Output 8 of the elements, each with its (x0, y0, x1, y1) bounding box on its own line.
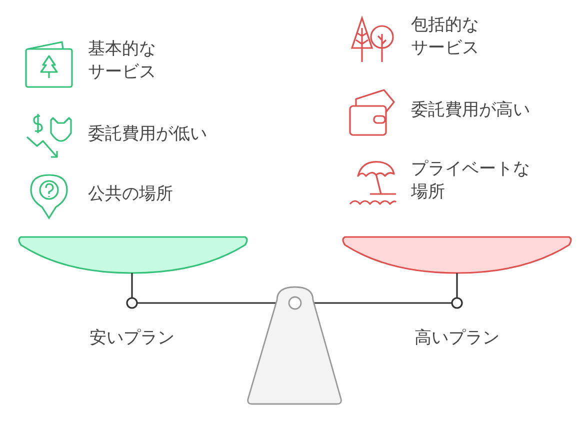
feature-text: 包括的なサービス (411, 15, 479, 58)
plan-label: 高いプラン (414, 328, 500, 348)
feature-text: 公共の場所 (88, 184, 173, 204)
feature-text: 基本的なサービス (88, 39, 156, 82)
feature-text: 委託費用が高い (411, 100, 530, 120)
plan-label: 安いプラン (90, 328, 174, 348)
feature-text: 委託費用が低い (88, 124, 207, 144)
feature-text: プライベートな場所 (411, 159, 530, 202)
